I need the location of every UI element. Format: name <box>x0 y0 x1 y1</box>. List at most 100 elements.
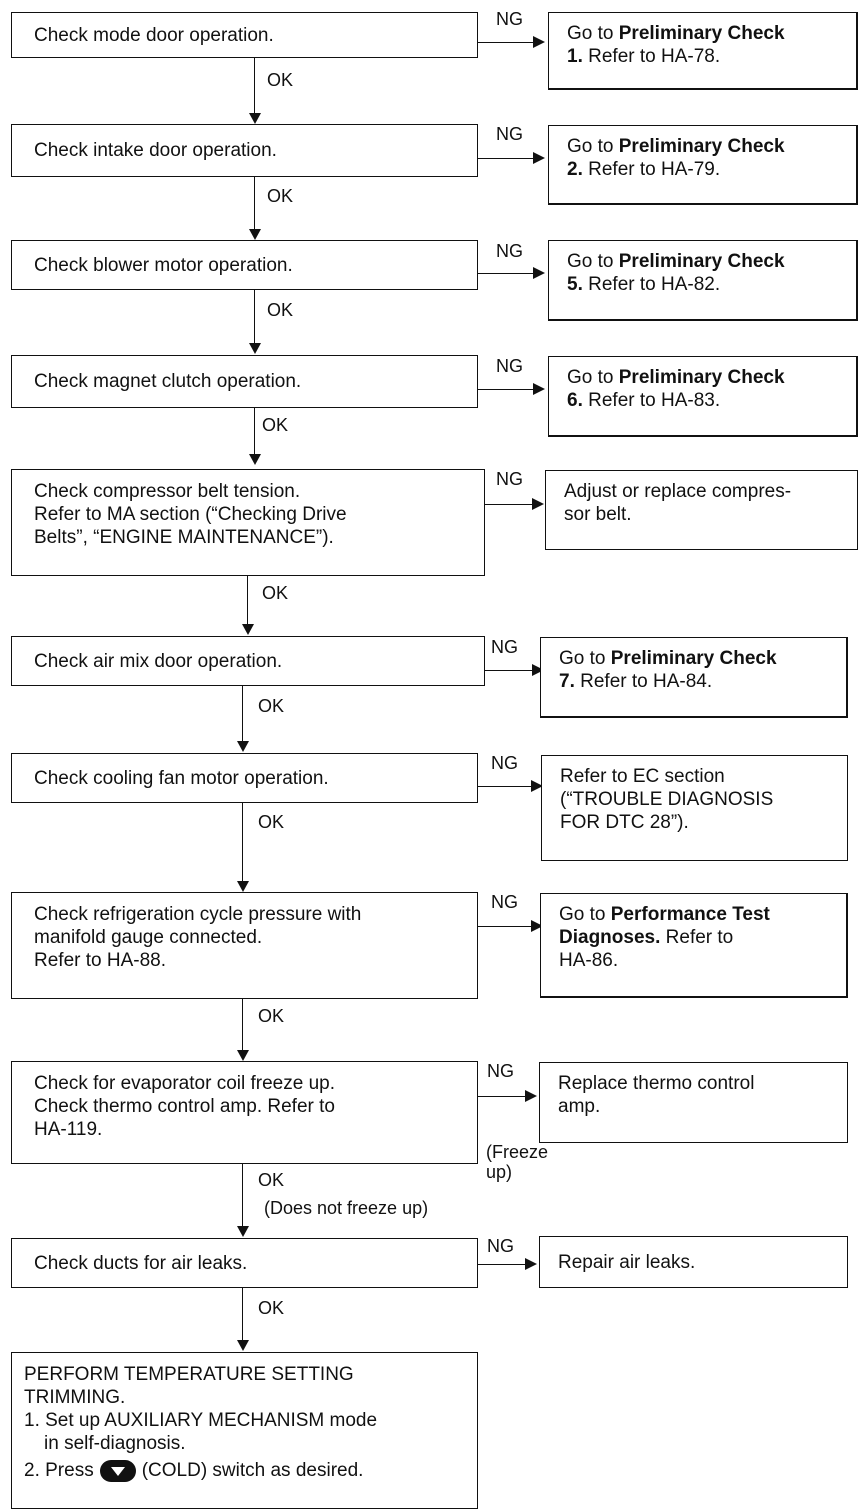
result-line-1: Go to Preliminary Check <box>559 648 777 669</box>
ok-connector <box>242 803 243 883</box>
result-box-preliminary-check-2: Go to Preliminary Check 2. Refer to HA-7… <box>548 125 858 205</box>
check-text: Check ducts for air leaks. <box>34 1252 248 1274</box>
ok-label: OK <box>267 300 294 320</box>
ng-arrowhead <box>531 780 543 792</box>
result-line-1: Go to Performance Test <box>559 904 770 925</box>
check-box-duct-leaks: Check ducts for air leaks. <box>11 1238 478 1288</box>
ok-arrowhead <box>237 1340 249 1351</box>
ok-label: OK <box>258 1298 285 1318</box>
ng-connector <box>478 1096 525 1097</box>
check-text: Check mode door operation. <box>34 24 274 46</box>
result-line-2: 1. Refer to HA-78. <box>567 46 721 67</box>
ng-arrowhead <box>525 1090 537 1102</box>
result-box-ec-section: Refer to EC section (“TROUBLE DIAGNOSIS … <box>541 755 848 861</box>
check-line: Refer to HA-88. <box>34 950 166 971</box>
freeze-up-note: (Freeze up) <box>486 1142 549 1182</box>
ng-arrowhead <box>533 152 545 164</box>
check-box-air-mix-door: Check air mix door operation. <box>11 636 485 686</box>
ok-connector <box>254 58 255 115</box>
ng-label: NG <box>491 637 518 657</box>
check-box-blower-motor: Check blower motor operation. <box>11 240 478 290</box>
check-box-evaporator-freeze: Check for evaporator coil freeze up. Che… <box>11 1061 478 1164</box>
ok-connector <box>247 576 248 626</box>
result-line: Refer to EC section <box>560 766 725 787</box>
ok-label: OK <box>262 583 289 603</box>
ok-connector <box>242 999 243 1052</box>
ng-connector <box>478 42 533 43</box>
result-line: Replace thermo control <box>558 1073 755 1094</box>
check-box-compressor-belt: Check compressor belt tension. Refer to … <box>11 469 485 576</box>
cold-down-button-icon <box>99 1459 136 1482</box>
ng-label: NG <box>496 356 523 376</box>
ok-connector <box>242 1288 243 1342</box>
ok-arrowhead <box>237 1050 249 1061</box>
ok-arrowhead <box>242 624 254 635</box>
no-freeze-note: (Does not freeze up) <box>264 1198 429 1218</box>
ok-connector <box>254 290 255 345</box>
ng-connector <box>478 786 531 787</box>
result-line: Adjust or replace compres- <box>564 481 792 502</box>
result-line-1: Go to Preliminary Check <box>567 23 785 44</box>
ok-label: OK <box>258 812 285 832</box>
result-line-1: Go to Preliminary Check <box>567 251 785 272</box>
ng-label: NG <box>496 124 523 144</box>
ok-label: OK <box>267 70 294 90</box>
ng-connector <box>478 926 531 927</box>
ng-connector <box>478 158 533 159</box>
result-box-preliminary-check-7: Go to Preliminary Check 7. Refer to HA-8… <box>540 637 848 718</box>
ng-connector <box>478 273 533 274</box>
ng-label: NG <box>491 753 518 773</box>
result-line-2: 5. Refer to HA-82. <box>567 274 721 295</box>
check-line: Belts”, “ENGINE MAINTENANCE”). <box>34 527 334 548</box>
check-text: Check intake door operation. <box>34 140 277 161</box>
check-line: HA-119. <box>34 1119 103 1140</box>
ok-arrowhead <box>249 113 261 124</box>
ng-connector <box>478 1264 525 1265</box>
ok-arrowhead <box>237 881 249 892</box>
ok-arrowhead <box>237 741 249 752</box>
check-text: Check magnet clutch operation. <box>34 371 302 392</box>
result-box-preliminary-check-1: Go to Preliminary Check 1. Refer to HA-7… <box>548 12 858 90</box>
ok-connector <box>254 408 255 456</box>
ok-arrowhead <box>237 1226 249 1237</box>
check-box-intake-door: Check intake door operation. <box>11 124 478 177</box>
result-line: (“TROUBLE DIAGNOSIS <box>560 789 774 810</box>
check-box-cooling-fan: Check cooling fan motor operation. <box>11 753 478 803</box>
ng-label: NG <box>487 1236 514 1256</box>
ng-arrowhead <box>525 1258 537 1270</box>
result-box-repair-leaks: Repair air leaks. <box>539 1236 848 1288</box>
result-line: amp. <box>558 1096 601 1117</box>
ng-arrowhead <box>532 498 544 510</box>
check-box-refrigeration-pressure: Check refrigeration cycle pressure with … <box>11 892 478 999</box>
final-step-1: 1. Set up AUXILIARY MECHANISM mode in se… <box>24 1410 378 1454</box>
check-text: Check air mix door operation. <box>34 650 283 672</box>
ng-label: NG <box>496 469 523 489</box>
ng-arrowhead <box>533 383 545 395</box>
ok-label: OK <box>258 696 285 716</box>
ok-connector <box>242 686 243 743</box>
ng-connector <box>485 670 532 671</box>
ng-label: NG <box>496 241 523 261</box>
check-line: Refer to MA section (“Checking Drive <box>34 504 347 525</box>
final-step-2: 2. Press(COLD) switch as desired. <box>24 1459 364 1482</box>
result-line-2: 6. Refer to HA-83. <box>567 390 721 411</box>
check-line: Check refrigeration cycle pressure with <box>34 904 362 925</box>
result-box-preliminary-check-6: Go to Preliminary Check 6. Refer to HA-8… <box>548 356 858 437</box>
result-line: FOR DTC 28”). <box>560 812 689 833</box>
result-line: sor belt. <box>564 504 632 525</box>
ng-arrowhead <box>533 36 545 48</box>
ok-label: OK <box>262 415 289 435</box>
final-title-line: PERFORM TEMPERATURE SETTING <box>24 1364 354 1385</box>
result-line: Repair air leaks. <box>558 1251 696 1273</box>
result-line-2: Diagnoses. Refer to <box>559 927 734 948</box>
check-text: Check cooling fan motor operation. <box>34 767 329 789</box>
check-text: Check blower motor operation. <box>34 254 293 276</box>
ok-connector <box>254 177 255 231</box>
final-title-line: TRIMMING. <box>24 1387 126 1408</box>
result-line-1: Go to Preliminary Check <box>567 367 785 388</box>
check-line: manifold gauge connected. <box>34 927 263 948</box>
ok-label: OK <box>267 186 294 206</box>
check-line: Check thermo control amp. Refer to <box>34 1096 335 1117</box>
result-line-2: 7. Refer to HA-84. <box>559 671 713 692</box>
result-box-adjust-belt: Adjust or replace compres- sor belt. <box>545 470 858 550</box>
